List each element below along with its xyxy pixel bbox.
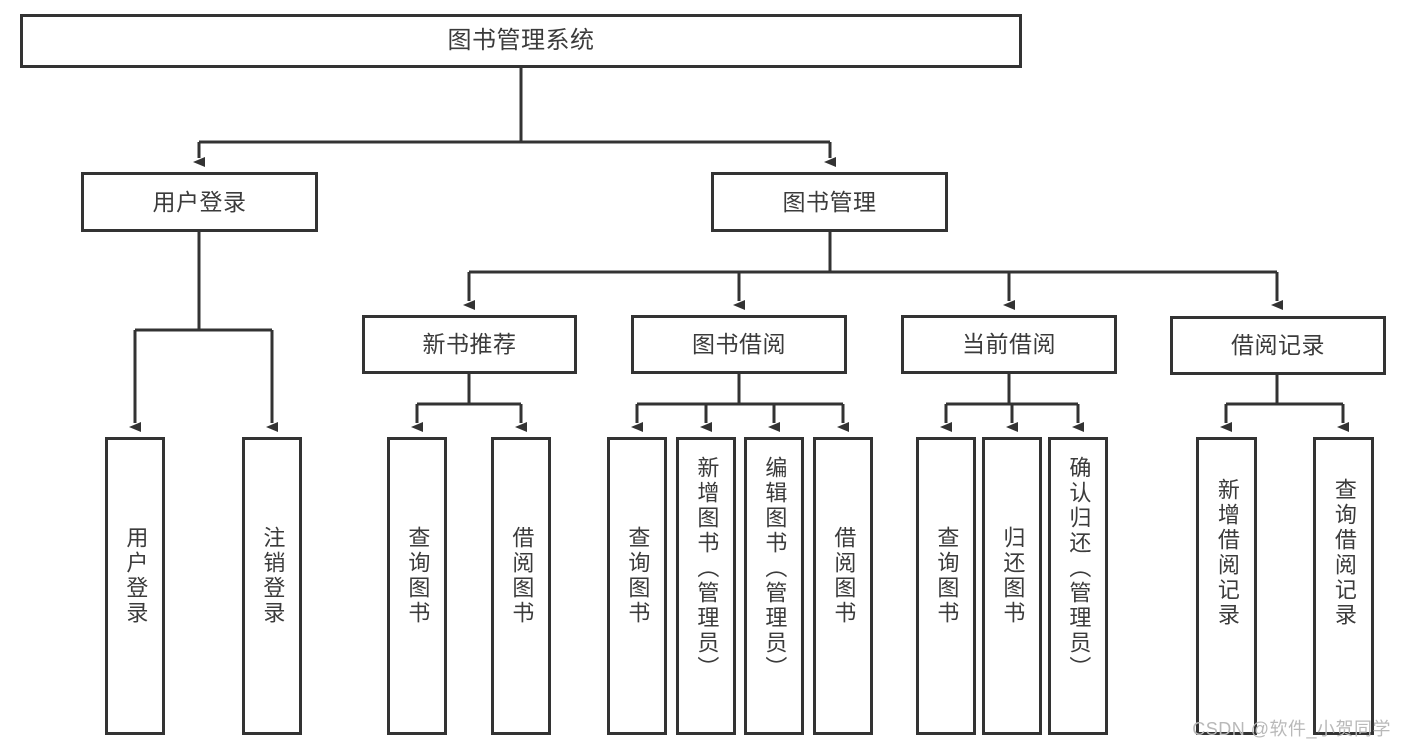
- node-label: 借阅图书: [831, 526, 857, 626]
- node-current-borrow[interactable]: 当前借阅: [901, 315, 1117, 374]
- node-user-login[interactable]: 用户登录: [81, 172, 318, 232]
- node-book-management[interactable]: 图书管理: [711, 172, 948, 232]
- node-label: 当前借阅: [962, 331, 1056, 358]
- node-label: 借阅图书: [509, 526, 535, 626]
- leaf-borrow-edit-book-admin[interactable]: 编辑图书（管理员）: [744, 437, 804, 735]
- leaf-recommend-borrow-book[interactable]: 借阅图书: [491, 437, 551, 735]
- node-label: 图书管理系统: [447, 27, 595, 55]
- node-label: 归还图书: [1000, 526, 1026, 626]
- node-label: 图书借阅: [692, 331, 786, 358]
- node-label: 借阅记录: [1231, 332, 1325, 359]
- leaf-user-login-login[interactable]: 用户登录: [105, 437, 165, 735]
- leaf-borrow-borrow-book[interactable]: 借阅图书: [813, 437, 873, 735]
- node-label: 查询图书: [625, 526, 651, 626]
- node-label: 查询图书: [405, 526, 431, 626]
- leaf-borrow-add-book-admin[interactable]: 新增图书（管理员）: [676, 437, 736, 735]
- node-label: 用户登录: [123, 526, 149, 626]
- node-label: 查询图书: [934, 526, 960, 626]
- node-label: 新增借阅记录: [1214, 478, 1240, 628]
- node-label: 图书管理: [782, 188, 877, 215]
- node-borrow-record[interactable]: 借阅记录: [1170, 316, 1386, 375]
- leaf-record-query-record[interactable]: 查询借阅记录: [1313, 437, 1374, 735]
- node-label: 注销登录: [260, 526, 286, 626]
- node-label: 确认归还（管理员）: [1066, 456, 1092, 681]
- leaf-user-login-logout[interactable]: 注销登录: [242, 437, 302, 735]
- node-label: 查询借阅记录: [1331, 478, 1357, 628]
- node-root-system[interactable]: 图书管理系统: [20, 14, 1022, 68]
- leaf-borrow-query-book[interactable]: 查询图书: [607, 437, 667, 735]
- node-book-borrow[interactable]: 图书借阅: [631, 315, 847, 374]
- node-new-book-recommend[interactable]: 新书推荐: [362, 315, 577, 374]
- leaf-recommend-query-book[interactable]: 查询图书: [387, 437, 447, 735]
- csdn-watermark: CSDN @软件_小贺同学: [1192, 719, 1391, 739]
- leaf-current-query-book[interactable]: 查询图书: [916, 437, 976, 735]
- leaf-current-confirm-return-admin[interactable]: 确认归还（管理员）: [1048, 437, 1108, 735]
- node-label: 编辑图书（管理员）: [762, 456, 788, 681]
- leaf-current-return-book[interactable]: 归还图书: [982, 437, 1042, 735]
- node-label: 新书推荐: [422, 331, 517, 358]
- leaf-record-add-record[interactable]: 新增借阅记录: [1196, 437, 1257, 735]
- node-label: 新增图书（管理员）: [694, 456, 720, 681]
- node-label: 用户登录: [152, 188, 247, 215]
